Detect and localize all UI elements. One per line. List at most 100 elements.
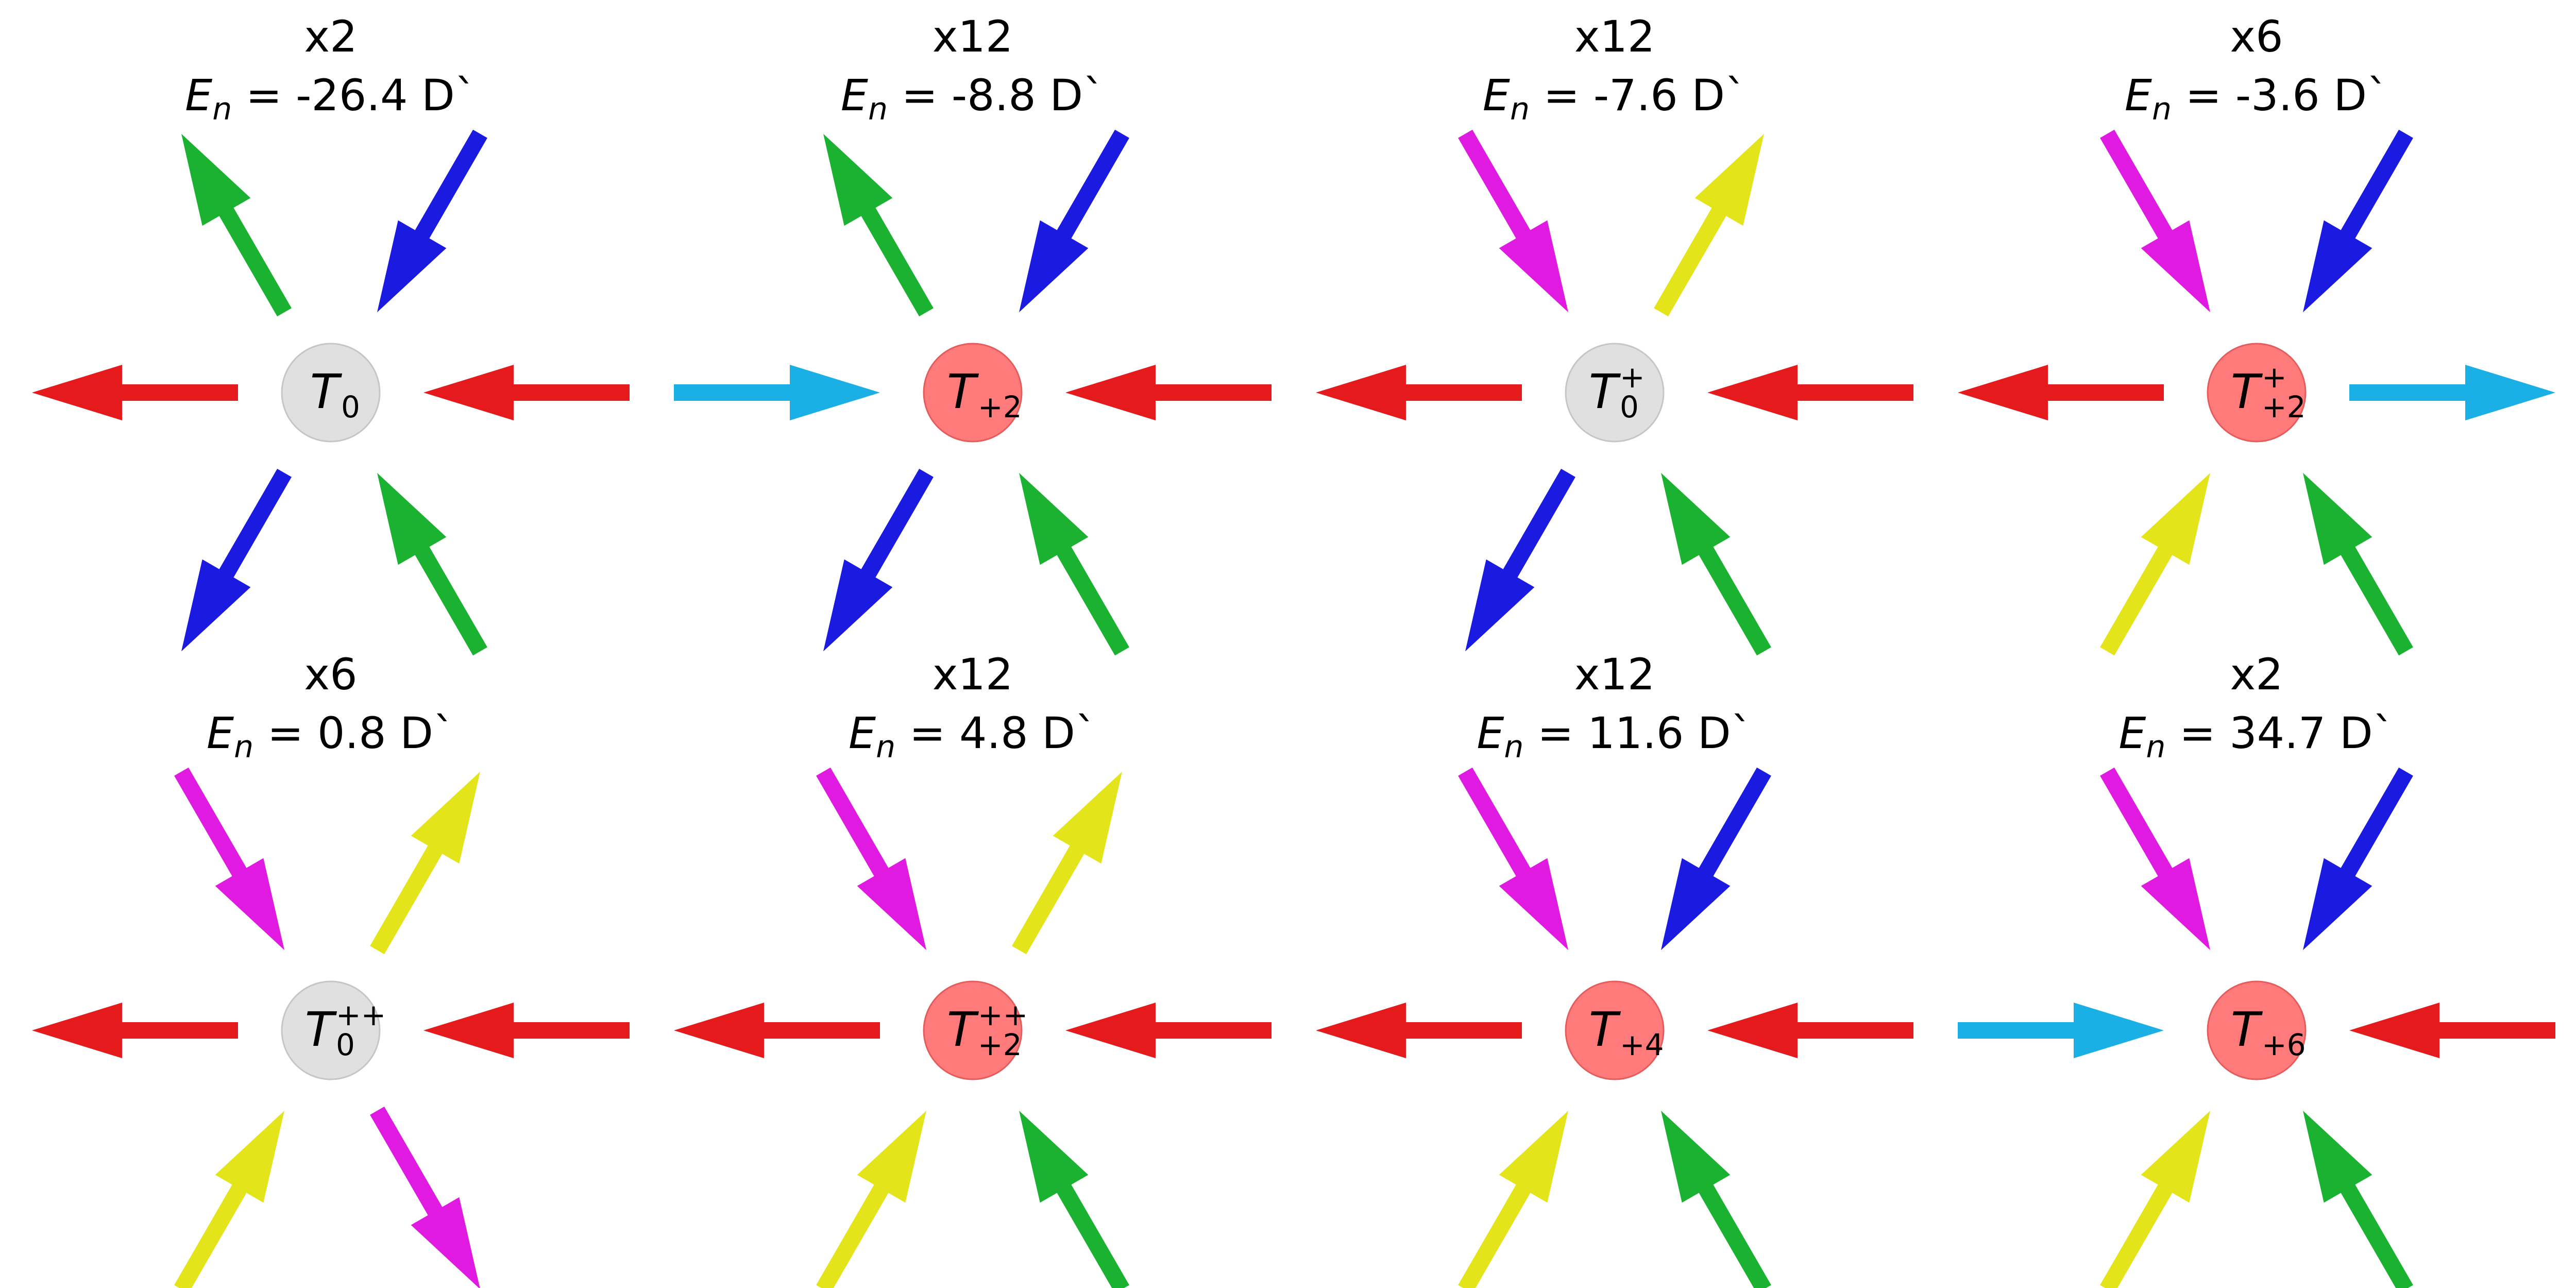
multiplicity-label: x12 — [1574, 649, 1655, 700]
arrow-green-in — [1019, 472, 1129, 656]
arrow-yellow-in — [1458, 1110, 1568, 1288]
energy-value: 11.6 D` — [1587, 708, 1752, 758]
energy-symbol: E — [207, 708, 234, 758]
energy-equals: = — [232, 70, 296, 121]
arrow-blue-in — [377, 129, 487, 313]
energy-subscript: n — [1510, 91, 1530, 127]
energy-value: 0.8 D` — [317, 708, 455, 758]
vertex-label: T — [947, 364, 979, 419]
energy-value: 4.8 D` — [959, 708, 1097, 758]
arrow-red-out — [1316, 365, 1522, 420]
arrow-red-in — [1065, 1003, 1272, 1058]
arrow-magenta-in — [174, 767, 284, 951]
energy-symbol: E — [1477, 708, 1504, 758]
vertex-label-subscript: +2 — [978, 389, 1022, 425]
energy-label: En = -26.4 D` — [185, 70, 477, 127]
energy-value: -8.8 D` — [952, 70, 1105, 121]
vertex-label: T — [2231, 364, 2263, 419]
energy-subscript: n — [234, 729, 253, 765]
multiplicity-label: x12 — [1574, 11, 1655, 62]
vertex-label-superscript: ++ — [978, 997, 1028, 1032]
arrow-green-in — [1661, 1110, 1771, 1288]
vertex-node — [923, 980, 1023, 1080]
arrow-blue-in — [1661, 767, 1771, 951]
energy-value: 34.7 D` — [2229, 708, 2394, 758]
vertex-label-superscript: + — [2262, 360, 2287, 395]
vertex-node — [923, 343, 1023, 443]
multiplicity-label: x12 — [933, 11, 1013, 62]
energy-equals: = — [2165, 708, 2229, 758]
arrow-red-in — [1707, 1003, 1913, 1058]
arrow-green-out — [181, 133, 292, 317]
vertex-panel: x12 En = -8.8 D` T+2 — [674, 11, 1272, 656]
energy-label: En = -3.6 D` — [2125, 70, 2388, 127]
arrow-red-out — [1316, 1003, 1522, 1058]
arrow-red-in — [423, 365, 630, 420]
vertex-node — [2207, 343, 2307, 443]
energy-value: -3.6 D` — [2235, 70, 2388, 121]
vertex-label-subscript: 0 — [1620, 389, 1639, 425]
vertex-node — [281, 343, 381, 443]
multiplicity-label: x6 — [2230, 11, 2283, 62]
arrow-cyan-out — [2349, 365, 2555, 420]
arrow-red-in — [1065, 365, 1272, 420]
arrow-red-in — [2349, 1003, 2555, 1058]
arrow-yellow-out — [370, 771, 480, 955]
arrow-red-out — [1958, 365, 2164, 420]
arrow-red-in — [1707, 365, 1913, 420]
arrow-yellow-in — [816, 1110, 926, 1288]
arrow-magenta-in — [816, 767, 926, 951]
arrow-yellow-out — [1654, 133, 1764, 317]
arrow-magenta-in — [1458, 129, 1568, 313]
arrow-blue-out — [1465, 468, 1575, 652]
energy-label: En = 34.7 D` — [2119, 708, 2394, 765]
vertex-label: T — [1589, 1002, 1621, 1057]
energy-value: -26.4 D` — [296, 70, 477, 121]
arrow-cyan-in — [1958, 1003, 2164, 1058]
vertex-label-subscript: +4 — [1620, 1027, 1664, 1062]
energy-equals: = — [1523, 708, 1587, 758]
arrow-green-in — [1019, 1110, 1129, 1288]
energy-symbol: E — [849, 708, 876, 758]
energy-label: En = -7.6 D` — [1483, 70, 1747, 127]
arrow-yellow-in — [174, 1110, 284, 1288]
energy-symbol: E — [2119, 708, 2146, 758]
arrow-blue-out — [181, 468, 292, 652]
arrow-magenta-in — [2100, 129, 2210, 313]
arrow-cyan-in — [674, 365, 880, 420]
vertex-label-superscript: + — [1620, 360, 1645, 395]
energy-subscript: n — [2152, 91, 2172, 127]
energy-label: En = 11.6 D` — [1477, 708, 1752, 765]
energy-label: En = 4.8 D` — [849, 708, 1097, 765]
energy-label: En = -8.8 D` — [841, 70, 1105, 127]
vertex-label: T — [305, 1002, 337, 1057]
arrow-magenta-in — [1458, 767, 1568, 951]
energy-equals: = — [1530, 70, 1594, 121]
energy-symbol: E — [185, 70, 212, 121]
energy-equals: = — [888, 70, 952, 121]
arrow-green-in — [2303, 1110, 2413, 1288]
arrow-red-out — [674, 1003, 880, 1058]
vertex-label-subscript: +2 — [978, 1027, 1022, 1062]
energy-symbol: E — [1483, 70, 1510, 121]
energy-subscript: n — [212, 91, 232, 127]
vertex-label: T — [2231, 1002, 2263, 1057]
arrow-red-out — [32, 365, 238, 420]
energy-subscript: n — [1504, 729, 1523, 765]
arrow-blue-in — [2303, 129, 2413, 313]
arrow-yellow-in — [2100, 472, 2210, 656]
energy-equals: = — [895, 708, 959, 758]
multiplicity-label: x2 — [304, 11, 357, 62]
arrow-green-in — [2303, 472, 2413, 656]
arrow-red-in — [423, 1003, 630, 1058]
vertex-label-subscript: 0 — [336, 1027, 355, 1062]
arrow-red-out — [32, 1003, 238, 1058]
vertex-node — [1565, 343, 1665, 443]
arrow-green-out — [823, 133, 934, 317]
